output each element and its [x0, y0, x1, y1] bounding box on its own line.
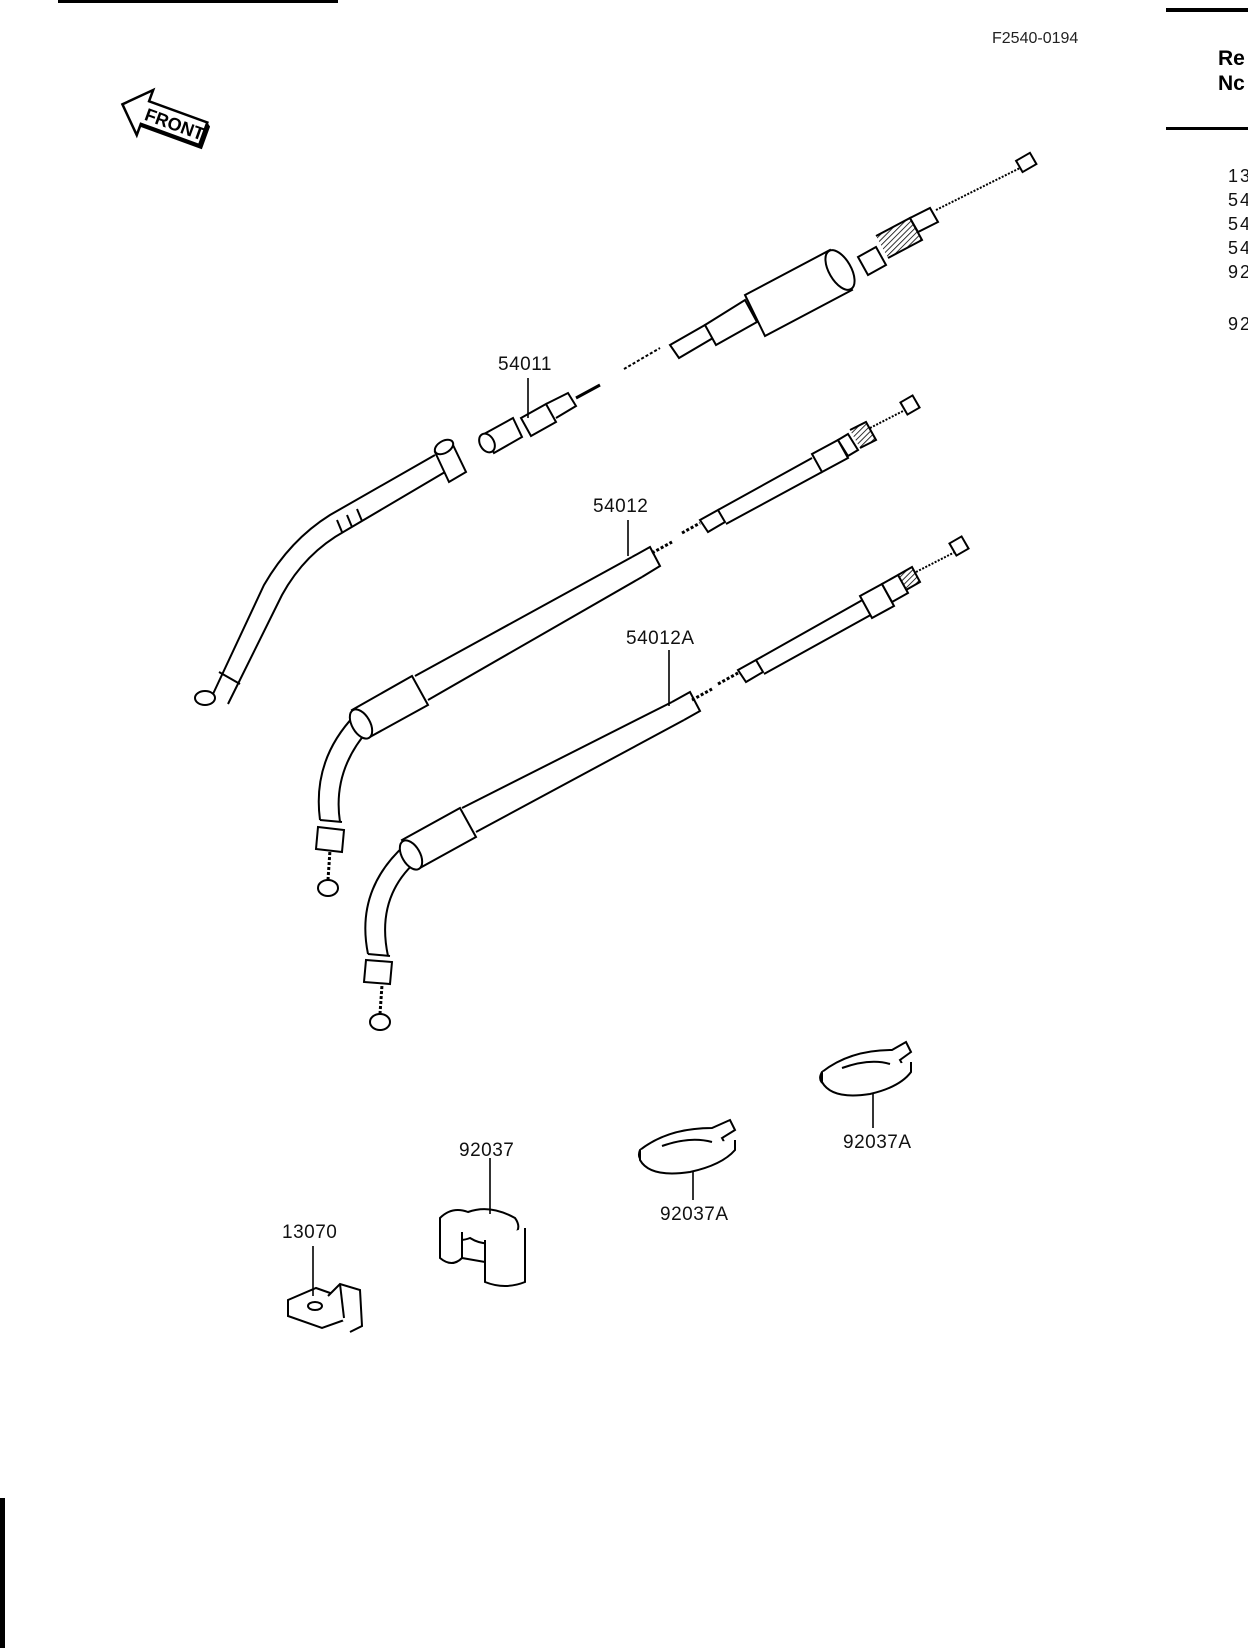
ref-table-header-1: Re — [1218, 47, 1245, 70]
front-direction-arrow-icon: FRONT — [120, 87, 211, 150]
cable-54011 — [194, 151, 1038, 706]
clip-92037a-upper — [819, 1040, 913, 1097]
top-rule — [58, 0, 338, 3]
callout-13070: 13070 — [282, 1222, 338, 1243]
callout-92037a-upper: 92037A — [843, 1132, 912, 1153]
ref-table-header-2: Nc — [1218, 72, 1245, 95]
cable-54012a — [362, 535, 970, 1031]
table-top-rule — [1166, 8, 1248, 12]
callout-54012: 54012 — [593, 496, 649, 517]
left-edge-mark — [0, 1498, 5, 1648]
ref-table-row: 92 — [1228, 262, 1248, 282]
callout-92037: 92037 — [459, 1140, 515, 1161]
callout-leaders — [312, 378, 874, 1296]
callout-54011: 54011 — [498, 354, 552, 375]
clamp-92037 — [439, 1208, 526, 1287]
ref-table-row: 13 — [1228, 166, 1248, 186]
ref-table-row: 54 — [1228, 190, 1248, 210]
callout-54012a: 54012A — [626, 628, 695, 649]
ref-table-row: 92 — [1228, 314, 1248, 334]
cable-54012 — [314, 394, 921, 897]
callout-92037a-lower: 92037A — [660, 1204, 729, 1225]
ref-table-row: 54 — [1228, 238, 1248, 258]
figure-code: F2540-0194 — [992, 30, 1079, 47]
table-header-rule — [1166, 127, 1248, 130]
clip-92037a-lower — [638, 1118, 737, 1175]
ref-table-row: 54 — [1228, 214, 1248, 234]
bracket-13070 — [287, 1282, 364, 1333]
